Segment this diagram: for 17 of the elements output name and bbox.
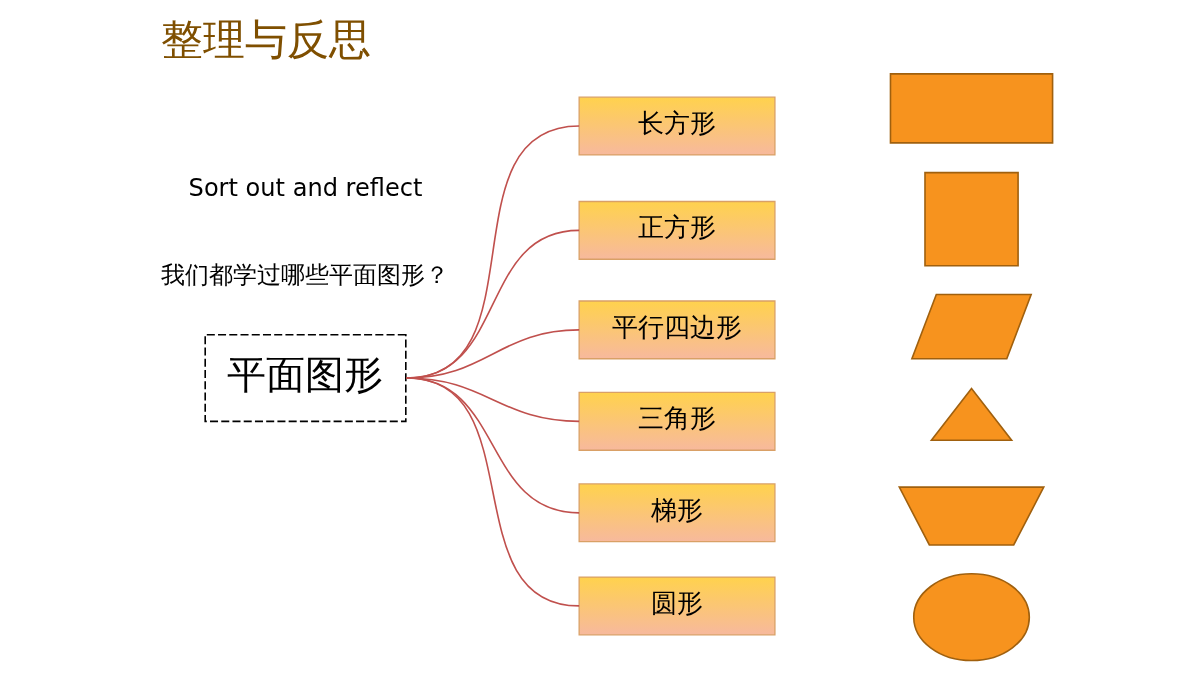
- label: Sort out and reflect: [188, 173, 423, 202]
- node-ellipse: [912, 573, 1031, 662]
- node-triangle: [929, 387, 1014, 441]
- node-box: 平行四边形: [578, 300, 776, 360]
- label: 我们都学过哪些平面图形？: [161, 260, 450, 289]
- node-box: 圆形: [578, 576, 776, 636]
- node-trapezoid: [898, 486, 1046, 546]
- node-rectangle: [889, 73, 1054, 144]
- node-parallelogram: [910, 293, 1033, 360]
- node-box: 正方形: [578, 200, 776, 260]
- node-box: 平面图形: [204, 333, 407, 423]
- node-box: 梯形: [578, 483, 776, 543]
- node-box: 长方形: [578, 96, 776, 156]
- node-square: [924, 171, 1019, 267]
- diagram-title: 整理与反思: [161, 15, 372, 65]
- node-box: 三角形: [578, 391, 776, 451]
- connector: [405, 377, 580, 607]
